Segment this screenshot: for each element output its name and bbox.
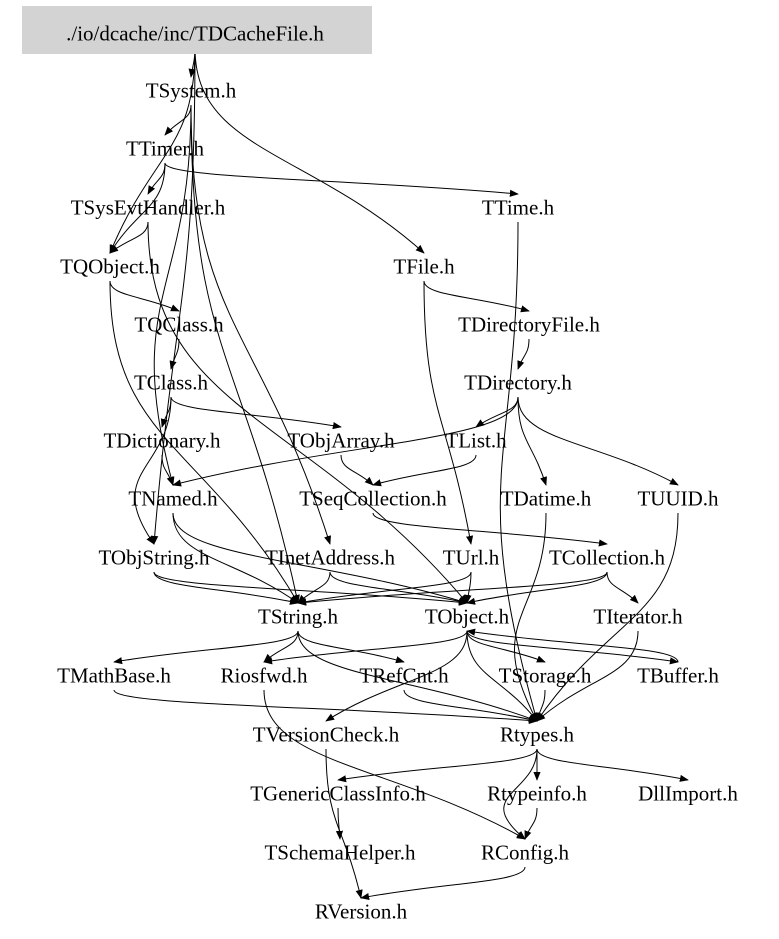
node-TGenericClassInfo[interactable]: TGenericClassInfo.h bbox=[250, 781, 426, 806]
edge-TString-to-Riosfwd bbox=[263, 630, 299, 663]
node-TVersionCheck[interactable]: TVersionCheck.h bbox=[252, 722, 400, 747]
node-TDatime[interactable]: TDatime.h bbox=[500, 486, 592, 511]
edge-TIterator-to-Rtypes bbox=[536, 630, 639, 722]
edge-TCollection-to-TString bbox=[297, 571, 608, 606]
edge-TMathBase-to-Rtypes bbox=[113, 689, 538, 724]
node-TSysEvtHandler[interactable]: TSysEvtHandler.h bbox=[70, 195, 226, 220]
edge-TObject-to-Rtypes bbox=[466, 630, 538, 722]
node-TUrl[interactable]: TUrl.h bbox=[442, 545, 500, 570]
node-Rtypeinfo[interactable]: Rtypeinfo.h bbox=[487, 781, 587, 806]
edge-TDatime-to-Rtypes bbox=[513, 512, 547, 722]
edge-root-to-TQObject bbox=[109, 47, 196, 254]
node-TSchemaHelper[interactable]: TSchemaHelper.h bbox=[264, 840, 416, 865]
edge-TQObject-to-TString bbox=[109, 280, 299, 604]
node-TBuffer[interactable]: TBuffer.h bbox=[637, 663, 719, 688]
node-TDirectoryFile[interactable]: TDirectoryFile.h bbox=[458, 312, 600, 337]
node-TStorage[interactable]: TStorage.h bbox=[498, 663, 592, 688]
edge-TSystem-to-TInetAddress bbox=[190, 104, 331, 545]
edge-TObject-to-Riosfwd bbox=[263, 630, 468, 665]
node-TObjArray[interactable]: TObjArray.h bbox=[287, 428, 395, 453]
node-TObject[interactable]: TObject.h bbox=[424, 604, 510, 629]
node-RConfig[interactable]: RConfig.h bbox=[480, 840, 570, 865]
edge-TCollection-to-TObject bbox=[466, 571, 608, 605]
root-node-box bbox=[22, 6, 372, 54]
edge-TTime-to-Rtypes bbox=[499, 221, 539, 722]
edge-TQClass-to-TClass bbox=[169, 338, 180, 370]
edge-TVersionCheck-to-RVersion bbox=[325, 748, 363, 899]
node-TClass[interactable]: TClass.h bbox=[133, 370, 209, 395]
node-TTime[interactable]: TTime.h bbox=[481, 195, 555, 220]
edge-TObjArray-to-TSeqCollection bbox=[340, 454, 374, 486]
edge-TInetAddress-to-TObject bbox=[329, 571, 468, 605]
edge-TQObject-to-TQClass bbox=[109, 280, 180, 312]
edge-TFile-to-TDirectoryFile bbox=[423, 280, 530, 313]
edge-TString-to-TRefCnt bbox=[297, 630, 405, 664]
node-TInetAddress[interactable]: TInetAddress.h bbox=[264, 545, 396, 570]
edge-TClass-to-TObjString bbox=[134, 396, 172, 545]
node-TCollection[interactable]: TCollection.h bbox=[548, 545, 666, 570]
node-TList[interactable]: TList.h bbox=[445, 428, 507, 453]
node-TTimer[interactable]: TTimer.h bbox=[126, 136, 204, 161]
edge-Rtypeinfo-to-RConfig bbox=[524, 807, 538, 840]
node-TString[interactable]: TString.h bbox=[258, 604, 338, 629]
node-TDirectory[interactable]: TDirectory.h bbox=[464, 370, 572, 395]
edge-RConfig-to-RVersion bbox=[360, 866, 526, 901]
node-Riosfwd[interactable]: Riosfwd.h bbox=[220, 663, 308, 688]
node-TIterator[interactable]: TIterator.h bbox=[593, 604, 683, 629]
edge-TObjString-to-TString bbox=[153, 571, 299, 605]
edge-Rtypes-to-DllImport bbox=[536, 748, 689, 782]
node-TNamed[interactable]: TNamed.h bbox=[128, 486, 218, 511]
edge-TSysEvtHandler-to-TObject bbox=[147, 221, 468, 604]
edge-TDirectory-to-TList bbox=[475, 396, 519, 428]
edge-root-to-TObjString bbox=[151, 47, 196, 545]
node-DllImport[interactable]: DllImport.h bbox=[638, 781, 738, 806]
edge-TCollection-to-TIterator bbox=[606, 571, 639, 604]
node-TMathBase[interactable]: TMathBase.h bbox=[57, 663, 171, 688]
node-root[interactable]: ./io/dcache/inc/TDCacheFile.h bbox=[66, 21, 324, 46]
node-TQObject[interactable]: TQObject.h bbox=[60, 254, 160, 279]
node-TQClass[interactable]: TQClass.h bbox=[134, 312, 224, 337]
node-TDictionary[interactable]: TDictionary.h bbox=[103, 428, 221, 453]
edge-TTimer-to-TQObject bbox=[109, 162, 166, 254]
edge-TNamed-to-TObject bbox=[172, 512, 468, 605]
edge-TObjString-to-TObject bbox=[153, 571, 468, 606]
edge-TSystem-to-TString bbox=[190, 104, 300, 604]
edge-TDirectory-to-TUUID bbox=[517, 396, 679, 486]
edge-TTimer-to-TTime bbox=[164, 162, 519, 197]
node-Rtypes[interactable]: Rtypes.h bbox=[499, 722, 575, 747]
edge-TFile-to-TUrl bbox=[423, 280, 474, 545]
node-TRefCnt[interactable]: TRefCnt.h bbox=[359, 663, 449, 688]
edge-TDirectory-to-TNamed bbox=[172, 396, 519, 487]
edge-TObject-to-TBuffer bbox=[466, 630, 679, 665]
edge-TRefCnt-to-Rtypes bbox=[403, 689, 538, 723]
edge-TSystem-to-TNamed bbox=[153, 104, 192, 486]
edge-TUrl-to-TString bbox=[297, 571, 472, 606]
edge-TObject-to-TVersionCheck bbox=[325, 630, 468, 722]
node-TSeqCollection[interactable]: TSeqCollection.h bbox=[299, 486, 447, 511]
edge-TUUID-to-Rtypes bbox=[536, 512, 679, 722]
edge-TDictionary-to-TNamed bbox=[161, 454, 174, 486]
edge-Rtypes-to-RConfig bbox=[503, 748, 538, 840]
node-TFile[interactable]: TFile.h bbox=[393, 254, 455, 279]
edge-root-to-TFile bbox=[194, 47, 425, 254]
edge-Rtypes-to-TGenericClassInfo bbox=[337, 748, 538, 783]
node-TObjString[interactable]: TObjString.h bbox=[98, 545, 210, 570]
edge-TString-to-Rtypes bbox=[297, 630, 538, 722]
edge-TStorage-to-Rtypes bbox=[535, 689, 546, 722]
edge-Riosfwd-to-RConfig bbox=[263, 689, 526, 840]
edge-TSysEvtHandler-to-TQObject bbox=[109, 221, 149, 254]
node-RVersion[interactable]: RVersion.h bbox=[314, 899, 408, 924]
edge-TSeqCollection-to-TCollection bbox=[372, 512, 608, 547]
edge-TGenericClassInfo-to-TSchemaHelper bbox=[335, 807, 344, 840]
edge-TBuffer-to-TObject bbox=[466, 628, 679, 663]
edge-TList-to-TSeqCollection bbox=[372, 454, 477, 487]
edge-TString-to-TMathBase bbox=[113, 630, 299, 665]
node-TSystem[interactable]: TSystem.h bbox=[145, 78, 237, 103]
node-TUUID[interactable]: TUUID.h bbox=[637, 486, 719, 511]
edge-TDirectoryFile-to-TDirectory bbox=[517, 338, 530, 370]
edge-TDirectory-to-TDatime bbox=[517, 396, 547, 486]
edge-TClass-to-TObjArray bbox=[170, 396, 342, 430]
